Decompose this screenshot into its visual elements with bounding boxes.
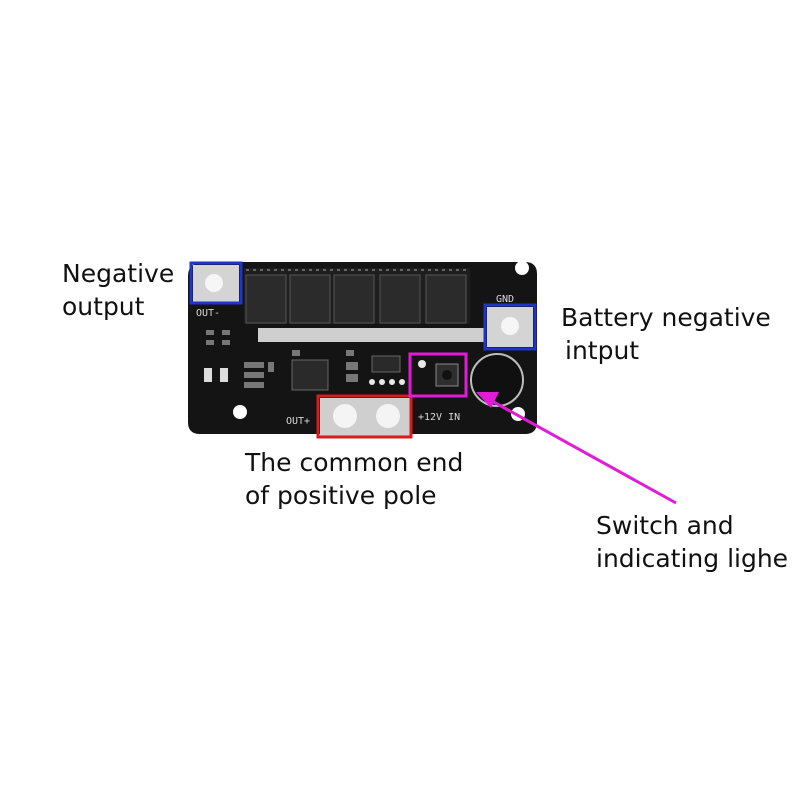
highlight-battery-negative — [483, 303, 537, 351]
callout-battery-negative: Battery negative intput — [561, 301, 771, 367]
indicator-led — [418, 360, 426, 368]
silk-out-plus: OUT+ — [286, 416, 310, 427]
mosfet — [245, 274, 287, 324]
mounting-hole — [515, 261, 529, 275]
highlight-switch-light — [408, 352, 468, 398]
callout-line: indicating lighe — [596, 544, 789, 573]
mosfet-row — [244, 268, 470, 324]
tinned-bus-bar — [258, 328, 484, 342]
smd-components — [204, 330, 358, 388]
callout-line: The common end — [245, 448, 464, 477]
callout-switch-light: Switch and indicating lighe — [596, 509, 788, 575]
callout-line: of positive pole — [245, 481, 437, 510]
callout-line: intput — [565, 336, 640, 365]
highlight-positive-pole — [316, 394, 413, 439]
mounting-hole — [233, 405, 247, 419]
regulator-chip — [291, 359, 329, 391]
callout-common-positive: The common end of positive pole — [245, 446, 463, 512]
callout-line: output — [62, 292, 145, 321]
silk-gnd: GND — [496, 294, 514, 305]
mosfet — [289, 274, 331, 324]
callout-line: Switch and — [596, 511, 734, 540]
callout-line: Battery negative — [561, 303, 771, 332]
ic-chip — [371, 355, 401, 373]
highlight-negative-output — [189, 261, 243, 305]
silk-out-minus: OUT- — [196, 308, 220, 319]
push-switch-knob — [442, 370, 452, 380]
mosfet — [425, 274, 467, 324]
via-holes — [369, 379, 405, 385]
mosfet — [379, 274, 421, 324]
silk-input: +12V IN — [418, 412, 460, 423]
arrow-line — [489, 398, 677, 505]
buzzer — [470, 353, 524, 407]
mosfet — [333, 274, 375, 324]
arrow-head — [476, 392, 499, 408]
callout-negative-output: Negative output — [62, 257, 174, 323]
callout-line: Negative — [62, 259, 175, 288]
